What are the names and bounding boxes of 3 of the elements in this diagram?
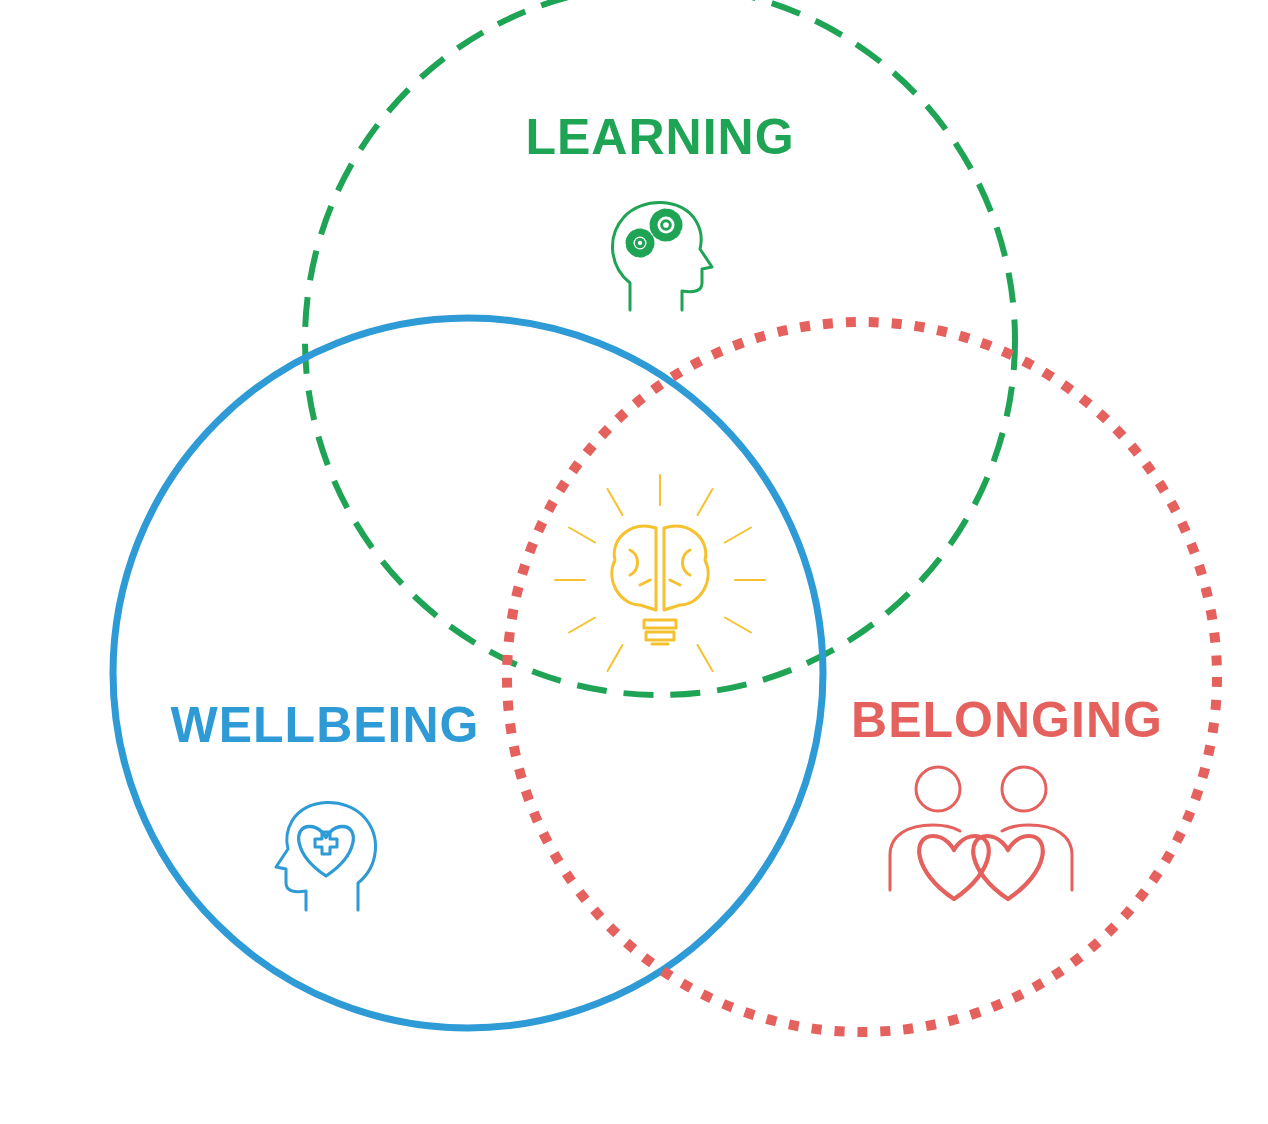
circle-label: WELLBEING xyxy=(170,700,480,750)
circle-label: BELONGING xyxy=(851,695,1163,745)
circle-label: LEARNING xyxy=(525,112,795,162)
